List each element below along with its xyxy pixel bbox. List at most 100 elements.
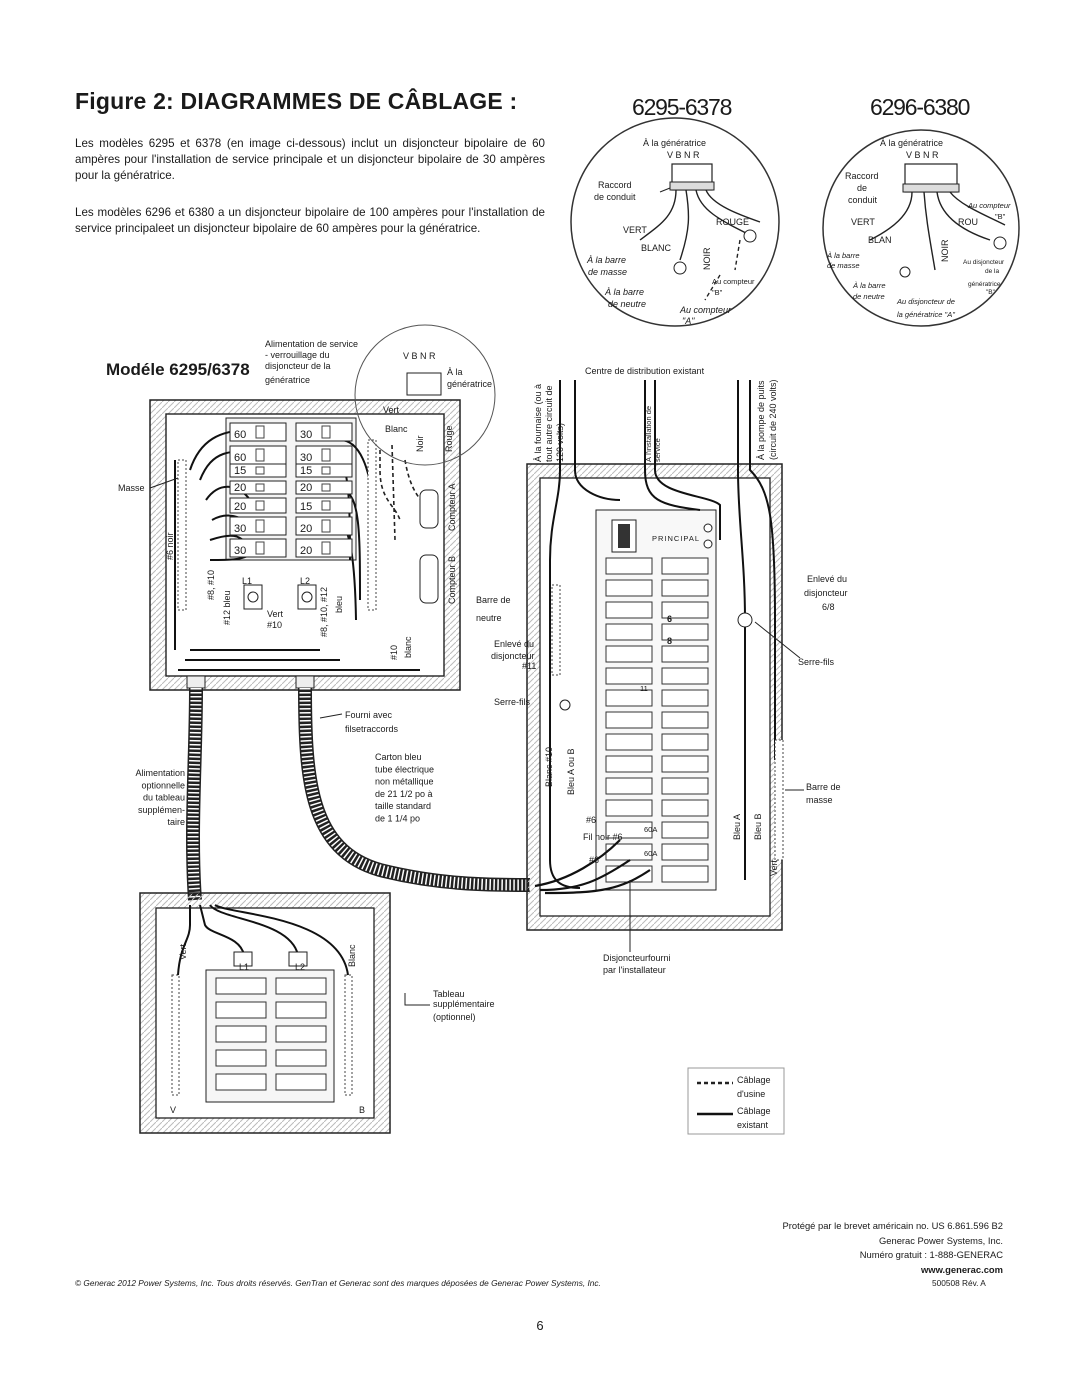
- sub-panel-slot: [215, 1025, 267, 1043]
- removed68-1: Enlevé du: [807, 574, 847, 584]
- panel-slot: [661, 843, 709, 861]
- detail-right-gen-b-3: génératrice: [968, 281, 1001, 288]
- principal-label: PRINCIPAL: [652, 534, 700, 543]
- optional-line: du tableau: [143, 793, 185, 803]
- panel-slot: [605, 777, 653, 795]
- detail-right-gen-b-1: Au disjoncteur: [963, 259, 1005, 266]
- detail-right-gen-b-2: de la: [985, 268, 999, 275]
- intro-paragraph-1: Les modèles 6295 et 6378 (en image ci-de…: [75, 137, 545, 182]
- neutral-bar-1: Barre de: [476, 595, 511, 605]
- panel-slot: [605, 667, 653, 685]
- removed68-2: disjoncteur: [804, 588, 848, 598]
- detail-left-meter-a-2: "A": [682, 316, 695, 326]
- transfer-switch-labels: Alimentation de service - verrouillage d…: [118, 324, 496, 660]
- carton-line: non métallique: [375, 777, 434, 787]
- detail-left-meter-b-1: Au compteur: [712, 277, 755, 286]
- service-label-2: - verrouillage du: [265, 350, 330, 360]
- detail-left-blanc: BLANC: [641, 243, 672, 253]
- panel-slot: [661, 777, 709, 795]
- panel-slot: [605, 689, 653, 707]
- noir6-label: #6 noir: [165, 532, 175, 560]
- detail-left-rouge: ROUGE: [716, 217, 749, 227]
- panel-slot: [605, 711, 653, 729]
- existing-center: Centre de distribution existant: [585, 366, 705, 376]
- bleu-b: Bleu B: [753, 813, 763, 840]
- detail-left-generator: À la génératrice: [643, 138, 706, 148]
- detail-right-ground-1: À la barre: [826, 251, 860, 260]
- breaker: 20: [229, 480, 287, 495]
- sub-l2: L2: [295, 962, 305, 972]
- panel-slot: [661, 601, 709, 619]
- breaker-rating: 60: [234, 429, 246, 441]
- sub-panel-3: (optionnel): [433, 1012, 476, 1022]
- slot-8: 8: [667, 636, 672, 646]
- detail-left-vbnr: V B N R: [667, 150, 700, 160]
- blanc10-b: Blanc #10: [544, 747, 554, 787]
- carton-line: de 1 1/4 po: [375, 814, 420, 824]
- distribution-center: PRINCIPAL: [526, 380, 784, 931]
- legend-existing-1: Câblage: [737, 1106, 771, 1116]
- footer-phone: Numéro gratuit : 1-888-GENERAC: [859, 1249, 1003, 1260]
- installer-2: par l'installateur: [603, 965, 666, 975]
- footer-company: Generac Power Systems, Inc.: [878, 1234, 1003, 1246]
- sub-v: V: [170, 1105, 176, 1115]
- footer-patent: Protégé par le brevet américain no. US 6…: [782, 1220, 1003, 1231]
- ground-bar-2: masse: [806, 795, 833, 805]
- ground-bar-1: Barre de: [806, 782, 841, 792]
- breaker-rating: 30: [234, 545, 246, 557]
- bleu-label: bleu: [334, 596, 344, 613]
- detail-left-meter-a-1: Au compteur: [679, 305, 732, 315]
- sub-panel-slot: [215, 977, 267, 995]
- panel-slot: [605, 645, 653, 663]
- a60-2: 60A: [644, 849, 657, 858]
- sub-blanc: Blanc: [347, 944, 357, 967]
- detail-right-rou: ROU: [958, 217, 978, 227]
- carton-line: tube électrique: [375, 764, 434, 774]
- slot-11: 11: [640, 684, 648, 693]
- pump-2: (circuit de 240 volts): [768, 379, 778, 460]
- panel-slot: [661, 821, 709, 839]
- panel-slot: [661, 733, 709, 751]
- l2-label: L2: [300, 576, 310, 586]
- panel-slot: [605, 579, 653, 597]
- service-label-1: Alimentation de service: [265, 339, 358, 349]
- detail-right-neutral-1: À la barre: [852, 281, 886, 290]
- panel-slot: [661, 755, 709, 773]
- panel-slot: [605, 601, 653, 619]
- serre-2: Serre-fils: [798, 657, 835, 667]
- footer-website[interactable]: www.generac.com: [921, 1263, 1003, 1275]
- removed68-3: 6/8: [822, 602, 835, 612]
- fourni-1: Fourni avec: [345, 710, 393, 720]
- panel-slot: [605, 821, 653, 839]
- detail-right-gen-b-4: "B": [986, 289, 996, 296]
- breaker: 30: [229, 538, 287, 558]
- optional-line: optionnelle: [141, 780, 185, 790]
- breaker: 20: [295, 480, 353, 495]
- sub-panel-slot: [215, 1073, 267, 1091]
- legend-factory-1: Câblage: [737, 1075, 771, 1085]
- detail-circle-left: À la génératrice V B N R Raccord de cond…: [570, 117, 780, 327]
- removed11-3: #11: [522, 661, 536, 671]
- panel-slot: [661, 689, 709, 707]
- blanc-label-2: blanc: [403, 636, 413, 658]
- install-1: À l'installation de: [644, 406, 653, 462]
- detail-left-neutral-2: de neutre: [608, 299, 646, 309]
- pump-1: À la pompe de puits: [756, 380, 766, 460]
- carton-line: Carton bleu: [375, 752, 422, 762]
- breaker-rating: 60: [234, 452, 246, 464]
- service-label-4: génératrice: [265, 375, 310, 385]
- detail-right-gen-a-1: Au disjoncteur de: [896, 297, 955, 306]
- a60-1: 60A: [644, 825, 657, 834]
- breaker-rating: 30: [234, 523, 246, 535]
- detail-left-noir: NOIR: [702, 247, 712, 270]
- figure-title: Figure 2: DIAGRAMMES DE CÂBLAGE :: [75, 88, 518, 114]
- detail-right-meter-b-2: "B": [995, 212, 1006, 221]
- panel-slot: [661, 623, 709, 641]
- panel-slot: [605, 623, 653, 641]
- breaker-rating: 15: [300, 501, 312, 513]
- detail-right-conduit-3: conduit: [848, 195, 878, 205]
- h6a: #6: [586, 815, 596, 825]
- w8-10-12-label: #8, #10, #12: [319, 587, 329, 637]
